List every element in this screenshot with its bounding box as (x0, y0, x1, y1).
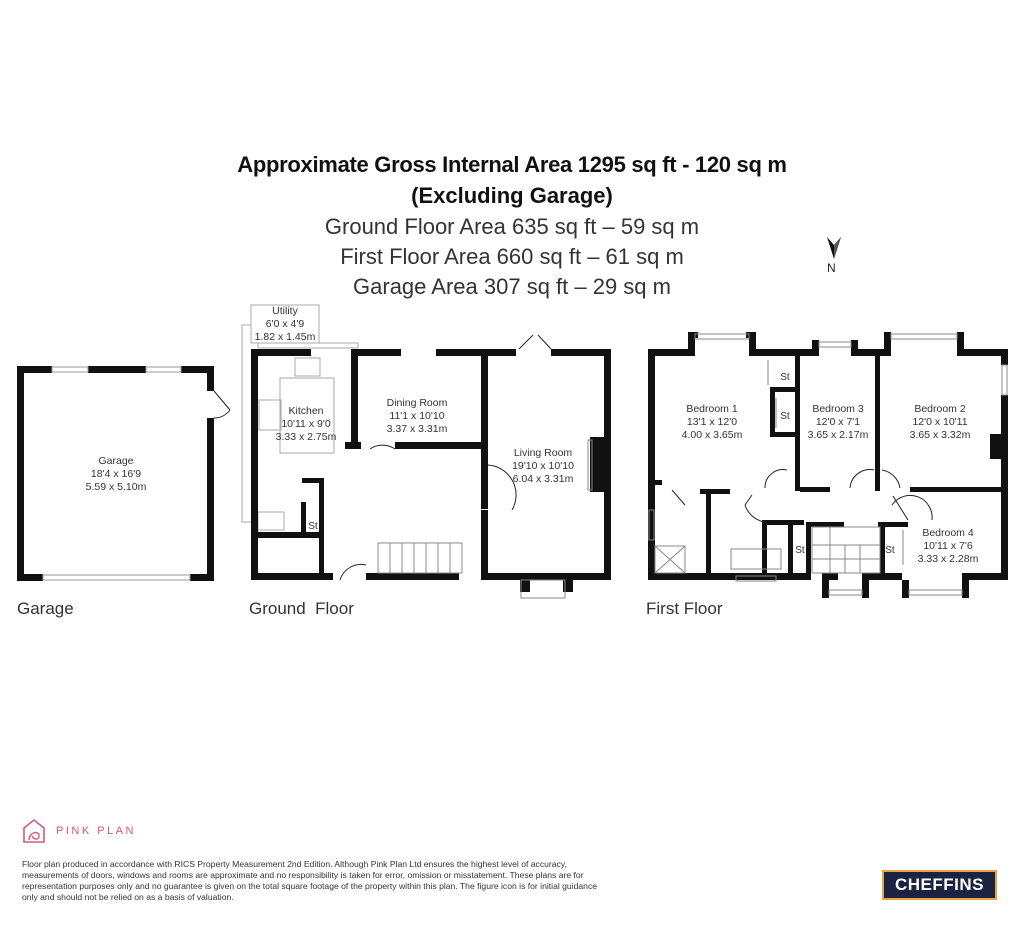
svg-text:Dining Room: Dining Room (387, 397, 448, 409)
garage-walls (17, 366, 214, 581)
svg-text:St: St (885, 545, 895, 556)
svg-text:Bedroom 1: Bedroom 1 (686, 403, 738, 415)
svg-text:Bedroom 4: Bedroom 4 (922, 527, 974, 539)
pink-plan-brand: PINK PLAN (56, 825, 136, 837)
svg-text:19'10 x 10'10: 19'10 x 10'10 (512, 460, 574, 472)
svg-text:3.33 x 2.28m: 3.33 x 2.28m (918, 553, 979, 565)
svg-text:St: St (780, 411, 790, 422)
svg-text:St: St (795, 545, 805, 556)
svg-text:10'11 x 9'0: 10'11 x 9'0 (281, 418, 331, 430)
north-label: N (827, 261, 836, 275)
garage-floor-label: Garage (17, 599, 74, 618)
svg-text:5.59 x 5.10m: 5.59 x 5.10m (86, 481, 147, 493)
garage-area: Garage Area 307 sq ft – 29 sq m (353, 274, 671, 299)
svg-text:Utility: Utility (272, 305, 298, 317)
svg-text:6'0 x 4'9: 6'0 x 4'9 (266, 318, 305, 330)
svg-text:3.33 x 2.75m: 3.33 x 2.75m (276, 431, 337, 443)
first-floor-area: First Floor Area 660 sq ft – 61 sq m (340, 244, 684, 269)
gross-area-title: Approximate Gross Internal Area 1295 sq … (237, 152, 787, 177)
house-logo-icon (23, 818, 45, 843)
ground-floor-area: Ground Floor Area 635 sq ft – 59 sq m (324, 214, 700, 239)
pink-plan-logo: PINK PLAN (22, 818, 136, 844)
svg-text:3.65 x 3.32m: 3.65 x 3.32m (910, 429, 971, 441)
cheffins-logo: CHEFFINS (882, 870, 997, 900)
svg-text:Bedroom 2: Bedroom 2 (914, 403, 966, 415)
svg-text:12'0 x 10'11: 12'0 x 10'11 (912, 416, 967, 428)
svg-text:Kitchen: Kitchen (288, 405, 323, 417)
svg-text:4.00 x 3.65m: 4.00 x 3.65m (682, 429, 743, 441)
svg-text:11'1 x 10'10: 11'1 x 10'10 (389, 410, 444, 422)
svg-text:3.65 x 2.17m: 3.65 x 2.17m (808, 429, 869, 441)
svg-text:10'11 x 7'6: 10'11 x 7'6 (923, 540, 973, 552)
svg-text:Bedroom 3: Bedroom 3 (812, 403, 864, 415)
svg-text:St: St (308, 521, 318, 532)
disclaimer-text: Floor plan produced in accordance with R… (22, 859, 598, 902)
svg-text:1.82 x 1.45m: 1.82 x 1.45m (255, 331, 316, 343)
svg-text:18'4 x 16'9: 18'4 x 16'9 (91, 468, 141, 480)
garage-name: Garage (98, 455, 133, 467)
north-arrow-icon (827, 237, 841, 259)
svg-text:St: St (780, 372, 790, 383)
ground-floor-label: Ground Floor (249, 599, 354, 618)
svg-text:12'0 x 7'1: 12'0 x 7'1 (816, 416, 860, 428)
excluding-garage-note: (Excluding Garage) (411, 183, 613, 208)
svg-text:3.37 x 3.31m: 3.37 x 3.31m (387, 423, 448, 435)
svg-text:13'1 x 12'0: 13'1 x 12'0 (687, 416, 737, 428)
svg-text:Living Room: Living Room (514, 447, 573, 459)
first-floor-label: First Floor (646, 599, 723, 618)
svg-text:6.04 x 3.31m: 6.04 x 3.31m (513, 473, 574, 485)
